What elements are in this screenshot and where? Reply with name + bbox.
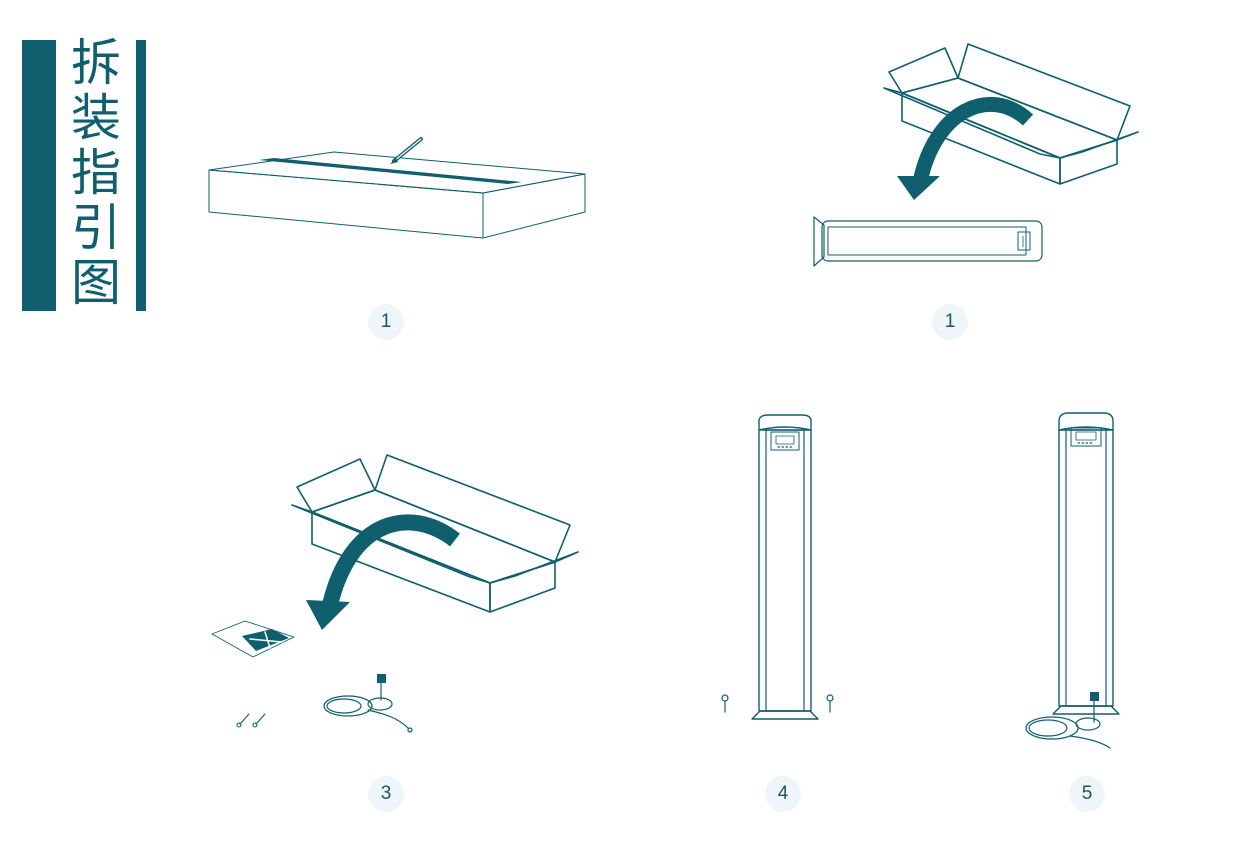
page-title: 拆 装 指 引 图 [62,36,130,311]
detector-panel-icon [813,216,1043,267]
detector-pillar-icon [751,414,819,720]
manual-icon [211,620,295,658]
open-box-icon [291,454,579,613]
curved-arrow-icon [306,514,460,630]
screws-icon [236,713,266,728]
step-number: 4 [765,776,801,812]
screws-icon [721,694,834,713]
box-icon [208,151,586,239]
open-box-icon [883,43,1139,185]
step-number: 1 [932,304,968,340]
step-number: 3 [368,776,404,812]
title-bar-right [136,40,146,311]
cable-icon [1025,700,1111,749]
cable-icon [323,674,413,733]
title-char: 图 [71,254,121,312]
curved-arrow-icon [897,96,1034,200]
step-number: 1 [368,304,404,340]
title-char: 引 [71,199,121,257]
detector-pillar-icon [1052,412,1120,715]
step-number: 5 [1069,776,1105,812]
title-char: 指 [71,144,121,202]
title-char: 装 [71,89,121,147]
knife-icon [390,137,423,164]
title-bar-left [22,40,56,311]
title-char: 拆 [71,34,121,92]
